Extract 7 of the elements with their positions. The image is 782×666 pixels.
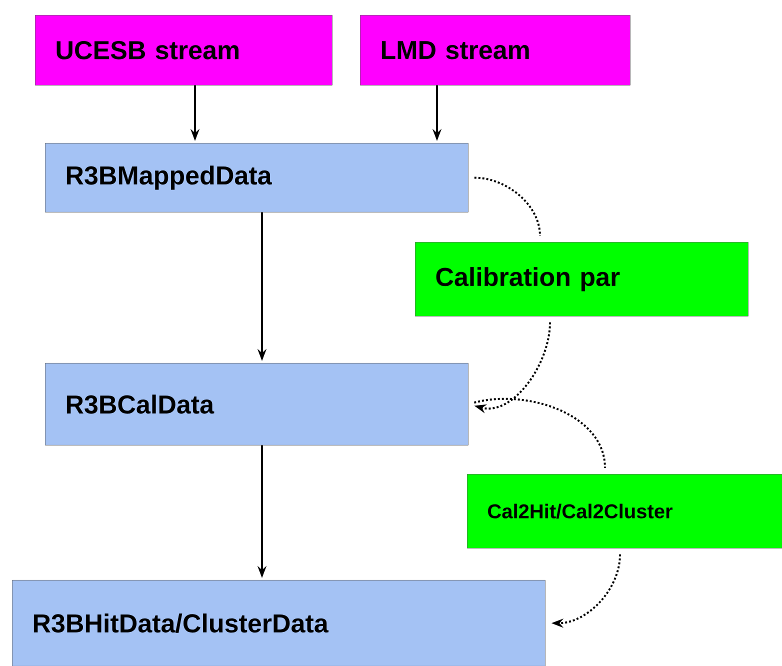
source-box: LMD stream [360,15,630,86]
data-box: R3BMappedData [45,143,468,212]
parameter-box: Calibration par [415,242,748,316]
source-box: UCESB stream [35,15,332,86]
data-box: R3BCalData [45,362,468,446]
data-box: R3BHitData/ClusterData [12,580,546,666]
parameter-box: Cal2Hit/Cal2Cluster [467,474,782,548]
